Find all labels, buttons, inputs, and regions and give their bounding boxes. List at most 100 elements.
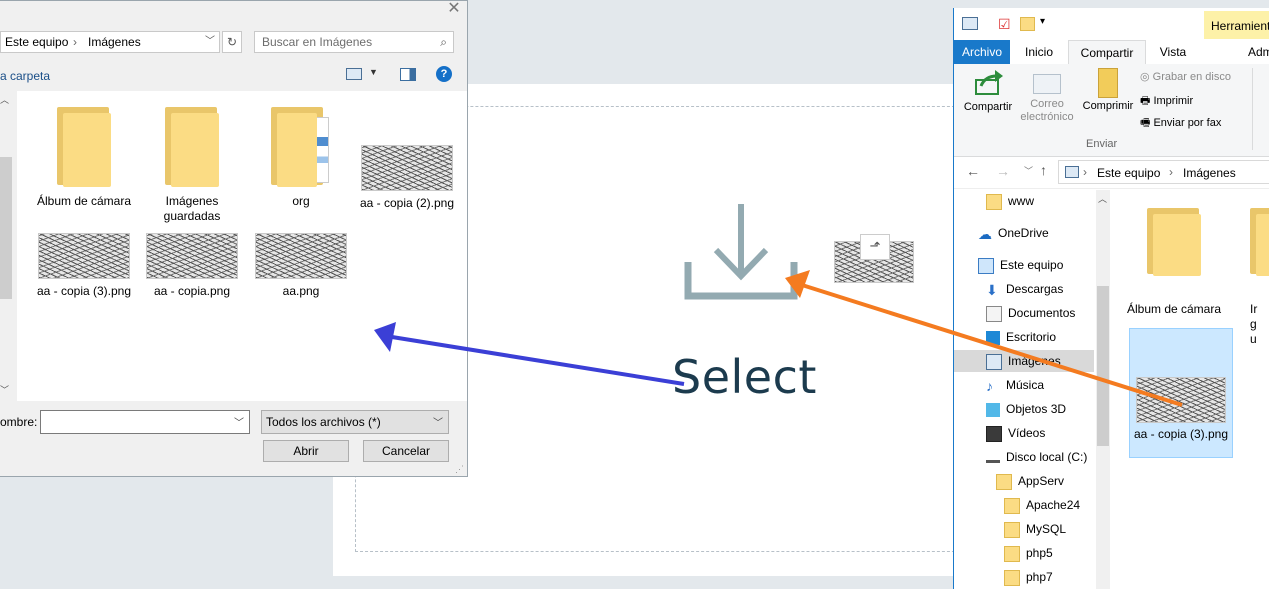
filename-input[interactable]: ﹀: [40, 410, 250, 434]
document-icon: [986, 305, 1002, 322]
nav-label: www: [1008, 194, 1034, 208]
nav-item-php7[interactable]: php7: [1004, 566, 1053, 588]
close-icon[interactable]: ✕: [447, 0, 461, 17]
chevron-down-icon[interactable]: ▾: [1040, 16, 1046, 27]
nav-item-documents[interactable]: Documentos: [986, 302, 1075, 324]
scroll-up-icon[interactable]: ︿: [1098, 194, 1108, 204]
chevron-down-icon[interactable]: ﹀: [205, 36, 215, 47]
file-label: aa - copia.png: [153, 284, 231, 298]
chevron-down-icon[interactable]: ▼: [369, 67, 378, 77]
share-label: Compartir: [963, 101, 1013, 113]
nav-item-php5[interactable]: php5: [1004, 542, 1053, 564]
file-label: Imágenes guardadas: [163, 194, 221, 223]
refresh-button[interactable]: ↻: [222, 31, 242, 53]
file-item[interactable]: aa - copia (2).png: [359, 145, 455, 211]
tab-share[interactable]: Compartir: [1068, 40, 1146, 64]
tab-view[interactable]: Vista: [1159, 45, 1187, 59]
file-label: org: [292, 194, 310, 208]
help-icon[interactable]: ?: [436, 66, 452, 82]
nav-item-onedrive[interactable]: ☁OneDrive: [978, 222, 1049, 244]
image-thumbnail: [1136, 377, 1226, 423]
file-item[interactable]: Imágenes guardadas: [144, 107, 240, 224]
folder-docs-icon: [271, 107, 331, 187]
scroll-up-icon[interactable]: ︿: [0, 95, 10, 105]
nav-item-local-disk[interactable]: Disco local (C:): [986, 446, 1087, 468]
nav-label: php5: [1026, 546, 1053, 560]
context-tab-label[interactable]: Herramienta: [1211, 19, 1269, 33]
file-item[interactable]: org: [253, 107, 349, 209]
file-label: aa - copia (3).png: [36, 284, 132, 298]
filename-label: ombre:: [0, 415, 38, 429]
print-button[interactable]: 🖶 Imprimir: [1140, 92, 1193, 111]
burn-disc-button[interactable]: ◎ Grabar en disco: [1140, 70, 1231, 83]
fax-button[interactable]: 🖷 Enviar por fax: [1140, 114, 1221, 133]
nav-item-www[interactable]: www: [986, 190, 1034, 212]
file-list: Álbum de cámara Imágenes guardadas org a…: [17, 91, 467, 401]
email-button[interactable]: Correo electrónico: [1016, 70, 1078, 124]
nav-item-desktop[interactable]: Escritorio: [986, 326, 1056, 348]
file-item[interactable]: aa.png: [253, 233, 349, 299]
cube-icon: [986, 402, 1000, 417]
orange-arrow-line: [801, 283, 1183, 407]
pictures-icon: [986, 353, 1002, 370]
nav-item-appserv[interactable]: AppServ: [996, 470, 1064, 492]
scroll-down-icon[interactable]: ﹀: [0, 385, 10, 395]
file-label: aa - copia (2).png: [359, 196, 455, 210]
file-label: aa.png: [282, 284, 320, 298]
ribbon: Compartir Correo electrónico Comprimir ◎…: [954, 64, 1269, 157]
address-segment-this-pc[interactable]: Este equipo: [1097, 166, 1161, 180]
tab-file[interactable]: Archivo: [954, 40, 1010, 64]
open-button[interactable]: Abrir: [263, 440, 349, 462]
nav-item-apache24[interactable]: Apache24: [1004, 494, 1080, 516]
nav-item-this-pc[interactable]: Este equipo: [978, 254, 1063, 276]
window-icon[interactable]: [962, 17, 978, 30]
new-folder-icon[interactable]: [1020, 17, 1035, 31]
chevron-down-icon[interactable]: ﹀: [234, 418, 244, 429]
address-segment-pictures[interactable]: Imágenes: [1183, 166, 1236, 180]
address-segment-pictures[interactable]: Imágenes: [88, 35, 141, 49]
nav-item-downloads[interactable]: ⬇Descargas: [986, 278, 1063, 300]
back-icon[interactable]: ←: [966, 163, 980, 179]
view-icon[interactable]: [346, 68, 362, 80]
nav-item-3d-objects[interactable]: Objetos 3D: [986, 398, 1066, 420]
nav-scrollbar[interactable]: ︿ ﹀: [0, 91, 14, 401]
folder-icon: [57, 107, 111, 187]
nav-scrollbar[interactable]: ︿: [1096, 190, 1110, 589]
blue-arrowhead: [374, 322, 396, 352]
forward-icon[interactable]: →: [996, 163, 1010, 179]
file-item[interactable]: aa - copia (3).png: [36, 233, 132, 299]
file-item[interactable]: Ir gu: [1250, 208, 1269, 347]
share-icon: [975, 70, 1003, 95]
scroll-thumb[interactable]: [0, 157, 12, 299]
address-segment-this-pc[interactable]: Este equipo: [5, 35, 69, 49]
tab-manage[interactable]: Admi: [1248, 45, 1269, 59]
address-separator: ›: [73, 35, 77, 49]
cloud-icon: ☁: [978, 225, 992, 242]
address-bar[interactable]: Este equipo › Imágenes ﹀: [0, 31, 220, 53]
preview-pane-icon[interactable]: [400, 68, 416, 81]
file-item[interactable]: Álbum de cámara: [36, 107, 132, 209]
up-icon[interactable]: ↑: [1040, 162, 1047, 178]
nav-item-mysql[interactable]: MySQL: [1004, 518, 1066, 540]
zip-button[interactable]: Comprimir: [1080, 68, 1136, 112]
address-separator: ›: [1169, 165, 1173, 179]
new-folder-button[interactable]: a carpeta: [0, 69, 51, 83]
file-item[interactable]: Álbum de cámara: [1126, 208, 1222, 317]
nav-item-music[interactable]: ♪Música: [986, 374, 1044, 396]
explorer-titlebar: ☑ ▾ Herramienta: [954, 8, 1269, 39]
nav-item-videos[interactable]: Vídeos: [986, 422, 1045, 444]
share-button[interactable]: Compartir: [960, 68, 1016, 113]
search-input[interactable]: Buscar en Imágenes ⌕: [254, 31, 454, 53]
properties-icon[interactable]: ☑: [998, 16, 1011, 32]
open-file-dialog: ✕ Este equipo › Imágenes ﹀ ↻ Buscar en I…: [0, 0, 468, 477]
burn-label: Grabar en disco: [1152, 71, 1231, 83]
resize-grip-icon[interactable]: ⋰: [455, 464, 464, 474]
tab-home[interactable]: Inicio: [1024, 45, 1053, 59]
chevron-down-icon[interactable]: ﹀: [1024, 166, 1034, 176]
file-item[interactable]: aa - copia.png: [144, 233, 240, 299]
file-type-select[interactable]: Todos los archivos (*) ﹀: [261, 410, 449, 434]
cancel-button[interactable]: Cancelar: [363, 440, 449, 462]
address-bar[interactable]: › Este equipo › Imágenes: [1058, 160, 1269, 184]
context-tab-bg: [1204, 11, 1269, 39]
scroll-thumb[interactable]: [1097, 286, 1109, 446]
